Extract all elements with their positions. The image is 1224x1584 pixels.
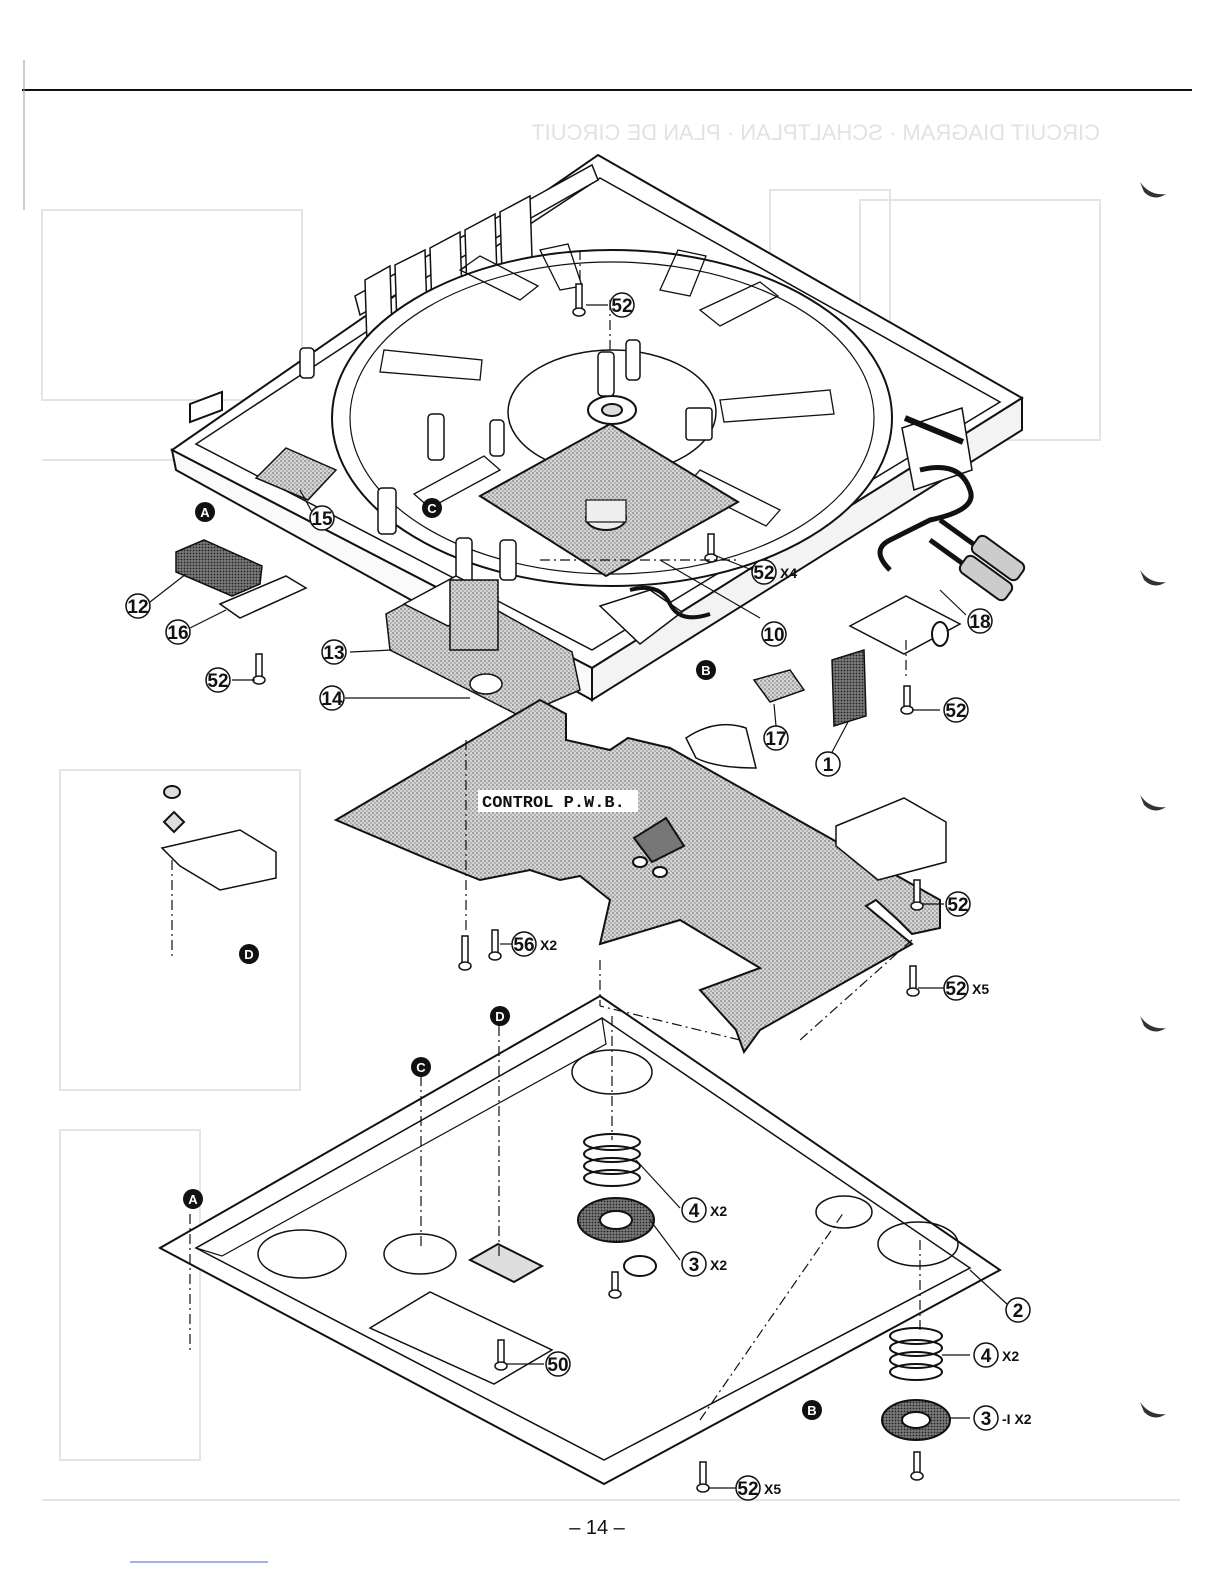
callout-50: 50 [546, 1352, 570, 1376]
callout-52-x5-pwb: 52 X5 [944, 976, 989, 1000]
marker-b-base: B [802, 1400, 822, 1420]
svg-text:18: 18 [969, 612, 990, 633]
marker-c-top: C [422, 498, 442, 518]
svg-text:X5: X5 [972, 981, 989, 997]
svg-text:X4: X4 [780, 565, 797, 581]
callout-56-x2: 56 X2 [512, 932, 557, 956]
svg-text:X2: X2 [540, 937, 557, 953]
svg-text:52: 52 [207, 671, 228, 692]
callout-12: 12 [126, 594, 150, 618]
svg-text:52: 52 [945, 979, 966, 1000]
marker-b-top: B [696, 660, 716, 680]
cabinet-assembly [172, 155, 1027, 700]
callout-13: 13 [322, 640, 346, 664]
svg-text:13: 13 [323, 643, 344, 664]
callout-52-right: 52 [944, 698, 968, 722]
svg-text:52: 52 [945, 701, 966, 722]
svg-text:B: B [807, 1403, 816, 1418]
svg-text:3: 3 [689, 1255, 700, 1276]
callout-16: 16 [166, 620, 190, 644]
callout-15: 15 [310, 506, 334, 530]
svg-text:2: 2 [1013, 1301, 1024, 1322]
svg-text:A: A [188, 1192, 198, 1207]
svg-text:12: 12 [127, 597, 148, 618]
mirrored-header: CIRCUIT DIAGRAM · SCHALTPLAN · PLAN DE C… [531, 120, 1100, 145]
marker-d-left: D [239, 944, 259, 964]
svg-text:52: 52 [947, 895, 968, 916]
marker-a-top: A [195, 502, 215, 522]
svg-text:10: 10 [763, 625, 784, 646]
callout-52-left: 52 [206, 668, 230, 692]
callout-10: 10 [762, 622, 786, 646]
svg-text:D: D [244, 947, 253, 962]
marker-c-base: C [411, 1057, 431, 1077]
svg-text:15: 15 [311, 509, 333, 530]
callout-52-pwb: 52 [946, 892, 970, 916]
control-pwb-outline [336, 700, 940, 1052]
callout-3-x2-b: 3 -I X2 [974, 1406, 1032, 1430]
base-plate [160, 996, 1000, 1484]
svg-text:52: 52 [737, 1479, 758, 1500]
svg-text:-I X2: -I X2 [1002, 1411, 1032, 1427]
punch-marks [1140, 182, 1166, 1418]
svg-text:16: 16 [167, 623, 188, 644]
svg-text:4: 4 [689, 1201, 700, 1222]
callout-14: 14 [320, 686, 344, 710]
marker-d-base: D [490, 1006, 510, 1026]
callout-52-top: 52 [610, 293, 634, 317]
page-number: – 14 – [569, 1517, 625, 1539]
svg-text:X2: X2 [710, 1203, 727, 1219]
svg-text:17: 17 [765, 729, 786, 750]
callout-4-x2-b: 4 X2 [974, 1343, 1019, 1367]
callout-52-x5-base: 52 X5 [736, 1476, 781, 1500]
callout-17: 17 [764, 726, 788, 750]
svg-text:X5: X5 [764, 1481, 781, 1497]
callout-1: 1 [816, 752, 840, 776]
svg-text:56: 56 [513, 935, 534, 956]
svg-text:4: 4 [981, 1346, 992, 1367]
board-label: CONTROL P.W.B. [482, 794, 625, 813]
svg-text:A: A [200, 505, 210, 520]
svg-text:52: 52 [611, 296, 632, 317]
svg-text:C: C [427, 501, 437, 516]
svg-text:D: D [495, 1009, 504, 1024]
svg-text:C: C [416, 1060, 426, 1075]
svg-text:B: B [701, 663, 710, 678]
svg-text:14: 14 [321, 689, 343, 710]
svg-text:3: 3 [981, 1409, 992, 1430]
svg-text:50: 50 [547, 1355, 568, 1376]
callout-18: 18 [968, 609, 992, 633]
callout-2: 2 [1006, 1298, 1030, 1322]
svg-text:52: 52 [753, 563, 774, 584]
svg-text:X2: X2 [710, 1257, 727, 1273]
svg-text:1: 1 [823, 755, 834, 776]
marker-a-base: A [183, 1189, 203, 1209]
svg-text:X2: X2 [1002, 1348, 1019, 1364]
